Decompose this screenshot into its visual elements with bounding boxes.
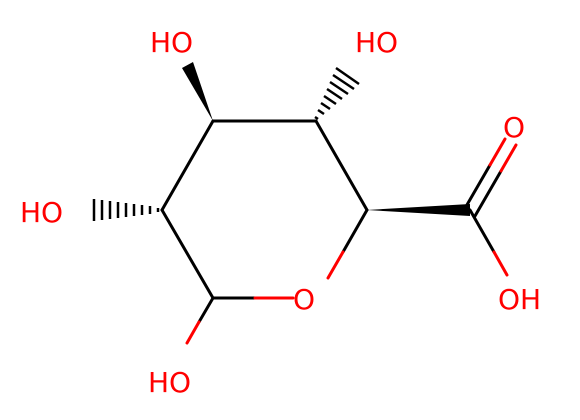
bond-c2-ring-o-carbon-half [341, 208, 369, 254]
label-oh-top-right: HO [355, 26, 398, 59]
double-bond-carbonyl-b-carbon-half [473, 169, 503, 218]
bond-c4-c5 [160, 119, 215, 212]
bond-carboxyl-oh-oxygen-half [492, 250, 509, 277]
hashed-bond-c3-oh [314, 66, 360, 121]
bond-c5-c6 [160, 208, 215, 300]
bond-c3-c2 [314, 119, 369, 212]
double-bond-carbonyl-a-carbon-half [462, 163, 492, 212]
bond-c2-ring-o-oxygen-half [326, 250, 345, 280]
label-carbonyl-oxygen: O [503, 111, 525, 144]
label-acid-oh: OH [498, 283, 541, 316]
double-bond-carbonyl-a-oxygen-half [488, 137, 507, 167]
bond-c6-oh-carbon-half [197, 296, 215, 324]
label-oh-top-left: HO [150, 26, 193, 59]
label-oh-left: HO [20, 196, 63, 229]
wedge-bond-c4-oh [182, 62, 213, 121]
wedge-bond-c2-carboxyl [367, 204, 470, 216]
hashed-bond-c5-oh [92, 199, 160, 221]
label-ring-oxygen: O [293, 283, 315, 316]
bond-c6-oh-oxygen-half [185, 320, 201, 345]
label-oh-bottom: HO [148, 366, 191, 399]
double-bond-carbonyl-b-oxygen-half [499, 143, 518, 173]
bond-carboxyl-oh-carbon-half [468, 208, 496, 254]
